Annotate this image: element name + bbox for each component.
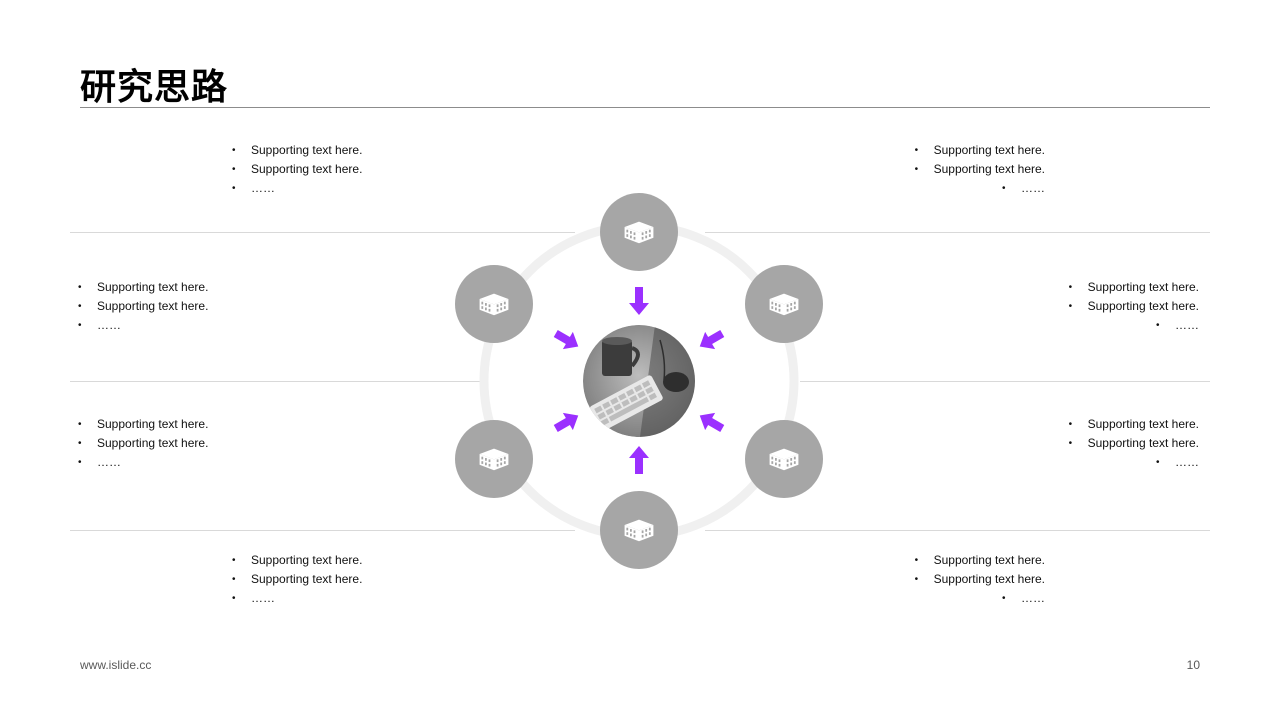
- arrow-from-top: [629, 287, 649, 315]
- bullet-item: ……: [934, 179, 1045, 198]
- divider-line: [70, 530, 575, 531]
- node-upper-right: [745, 265, 823, 343]
- text-block-bottom-left: Supporting text here. Supporting text he…: [232, 551, 362, 608]
- bullet-item: Supporting text here.: [78, 278, 208, 297]
- title-underline: [80, 107, 1210, 108]
- center-photo: [583, 325, 695, 437]
- arrow-from-bottom: [629, 446, 649, 474]
- arrow-from-lower-right: [699, 412, 725, 432]
- bullet-item: Supporting text here.: [78, 297, 208, 316]
- arrow-from-lower-left: [553, 412, 579, 432]
- bullet-item: Supporting text here.: [78, 434, 208, 453]
- bullet-item: ……: [1088, 316, 1199, 335]
- arrow-from-upper-right: [699, 330, 725, 350]
- bullet-item: Supporting text here.: [1069, 415, 1199, 434]
- divider-line: [705, 232, 1210, 233]
- bullet-item: Supporting text here.: [78, 415, 208, 434]
- bullet-item: Supporting text here.: [915, 551, 1045, 570]
- footer-url[interactable]: www.islide.cc: [80, 658, 152, 672]
- bullet-item: Supporting text here.: [1069, 434, 1199, 453]
- bullet-item: ……: [78, 453, 208, 472]
- arrow-from-upper-left: [553, 330, 579, 350]
- node-lower-left: [455, 420, 533, 498]
- page-title: 研究思路: [80, 67, 229, 108]
- text-block-bottom-right: Supporting text here. Supporting text he…: [915, 551, 1045, 608]
- bullet-item: ……: [232, 589, 362, 608]
- bullet-item: Supporting text here.: [915, 141, 1045, 160]
- text-block-mid-left-1: Supporting text here. Supporting text he…: [78, 278, 208, 335]
- bullet-item: Supporting text here.: [1069, 278, 1199, 297]
- divider-line: [70, 232, 575, 233]
- bullet-item: ……: [934, 589, 1045, 608]
- divider-line: [800, 381, 1210, 382]
- text-block-mid-right-2: Supporting text here. Supporting text he…: [1069, 415, 1199, 472]
- text-block-top-left: Supporting text here. Supporting text he…: [232, 141, 362, 198]
- bullet-item: ……: [1088, 453, 1199, 472]
- bullet-item: ……: [78, 316, 208, 335]
- bullet-item: Supporting text here.: [232, 551, 362, 570]
- node-top: [600, 193, 678, 271]
- bullet-item: Supporting text here.: [232, 570, 362, 589]
- node-bottom: [600, 491, 678, 569]
- bullet-item: ……: [232, 179, 362, 198]
- page-number: 10: [1186, 658, 1200, 672]
- bullet-item: Supporting text here.: [915, 570, 1045, 589]
- bullet-item: Supporting text here.: [232, 160, 362, 179]
- divider-line: [705, 530, 1210, 531]
- text-block-top-right: Supporting text here. Supporting text he…: [915, 141, 1045, 198]
- node-upper-left: [455, 265, 533, 343]
- node-lower-right: [745, 420, 823, 498]
- bullet-item: Supporting text here.: [915, 160, 1045, 179]
- bullet-item: Supporting text here.: [232, 141, 362, 160]
- bullet-item: Supporting text here.: [1069, 297, 1199, 316]
- text-block-mid-right-1: Supporting text here. Supporting text he…: [1069, 278, 1199, 335]
- text-block-mid-left-2: Supporting text here. Supporting text he…: [78, 415, 208, 472]
- divider-line: [70, 381, 480, 382]
